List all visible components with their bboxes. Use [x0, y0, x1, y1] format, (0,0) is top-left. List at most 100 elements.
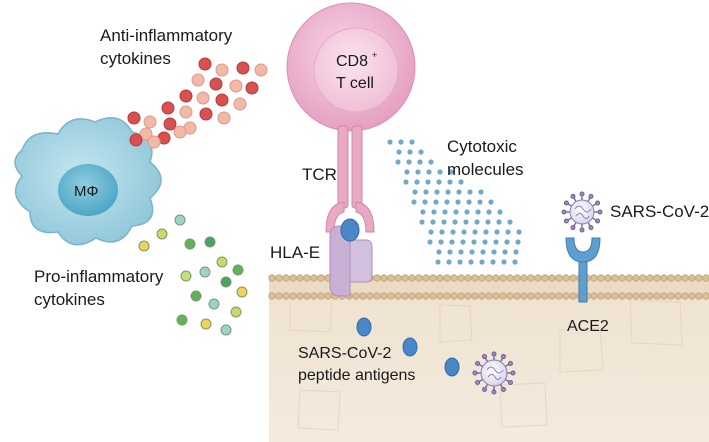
membrane-head: [268, 274, 276, 282]
spike-tip: [588, 193, 594, 199]
pro-inflammatory-cytokine: [216, 256, 228, 268]
cytotoxic-molecule: [461, 229, 467, 235]
membrane-head: [688, 274, 696, 282]
pro-inflammatory-cytokine: [176, 314, 188, 326]
membrane-head: [415, 292, 423, 300]
membrane-head: [660, 292, 668, 300]
cytotoxic-molecule: [493, 239, 499, 245]
cytotoxic-molecule: [458, 179, 464, 185]
membrane-head: [450, 274, 458, 282]
membrane-head: [373, 274, 381, 282]
membrane-head: [618, 274, 626, 282]
pro-inflammatory-cytokine: [230, 306, 242, 318]
anti-inflammatory-cytokine: [198, 57, 212, 71]
spike-tip: [507, 361, 513, 366]
anti-inflammatory-cytokine: [215, 63, 229, 77]
membrane-head: [674, 292, 682, 300]
membrane-head: [569, 274, 577, 282]
anti-inflammatory-cytokine: [191, 73, 205, 87]
cytotoxic-molecule: [449, 239, 455, 245]
macrophage: MΦ: [14, 117, 162, 246]
membrane-head: [527, 292, 535, 300]
membrane-head: [653, 292, 661, 300]
membrane-head: [562, 274, 570, 282]
membrane-head: [632, 292, 640, 300]
cytotoxic-molecule: [430, 219, 436, 225]
cytotoxic-molecule: [456, 189, 462, 195]
spike-tip: [570, 225, 576, 231]
cytotoxic-molecule: [513, 249, 519, 255]
membrane-head: [408, 274, 416, 282]
cytotoxic-molecule: [482, 239, 488, 245]
membrane-head: [394, 274, 402, 282]
peptide-antigens: [356, 317, 460, 377]
anti-inflammatory-cytokine: [196, 91, 210, 105]
membrane-head: [548, 292, 556, 300]
membrane-head: [366, 292, 374, 300]
spike-tip: [475, 361, 481, 366]
cytotoxic-molecule: [471, 239, 477, 245]
spike-tip: [588, 225, 594, 231]
membrane-head: [555, 274, 563, 282]
macrophage-label: MΦ: [74, 183, 98, 200]
cytotoxic-molecule: [501, 259, 507, 265]
membrane-head: [646, 292, 654, 300]
membrane-head: [548, 274, 556, 282]
spike-tip: [501, 386, 506, 392]
pro-inflammatory-cytokines: [138, 214, 248, 336]
membrane-head: [464, 274, 472, 282]
spike-tip: [579, 227, 585, 233]
cytotoxic-molecule: [448, 169, 454, 175]
membrane-head: [590, 292, 598, 300]
cytotoxic-molecule: [504, 239, 510, 245]
cytotoxic-molecule: [447, 179, 453, 185]
cytotoxic-molecule: [426, 169, 432, 175]
membrane-head: [499, 274, 507, 282]
membrane-head: [436, 292, 444, 300]
anti-inflammatory-cytokine: [127, 111, 141, 125]
cytotoxic-label-line2: molecules: [447, 160, 524, 179]
peptide-label-line2: peptide antigens: [298, 367, 415, 384]
cytotoxic-molecule: [441, 219, 447, 225]
cytotoxic-molecule: [450, 229, 456, 235]
cytotoxic-molecule: [452, 219, 458, 225]
cytotoxic-molecule: [387, 139, 393, 145]
tcr-label: TCR: [302, 165, 337, 184]
hla-e-label: HLA-E: [270, 243, 320, 262]
membrane-head: [296, 274, 304, 282]
spike-tip: [563, 200, 569, 206]
cytotoxic-molecule: [406, 159, 412, 165]
pro-inflammatory-cytokine: [236, 286, 248, 298]
membrane-head: [632, 274, 640, 282]
cytotoxic-molecule: [404, 169, 410, 175]
membrane-head: [275, 292, 283, 300]
membrane-head: [506, 292, 514, 300]
membrane-head: [660, 274, 668, 282]
virus-body: [569, 199, 595, 225]
pro-inflammatory-cytokine: [199, 266, 211, 278]
cytotoxic-molecule: [475, 209, 481, 215]
membrane-head: [597, 292, 605, 300]
membrane-head: [289, 274, 297, 282]
cytotoxic-molecule: [422, 199, 428, 205]
cytotoxic-molecule: [512, 259, 518, 265]
anti-inflammatory-label-line2: cytokines: [100, 49, 171, 68]
membrane-head: [443, 292, 451, 300]
membrane-head: [611, 274, 619, 282]
membrane-head: [450, 292, 458, 300]
cytotoxic-molecule: [420, 209, 426, 215]
cell-membrane: [268, 274, 709, 300]
cytotoxic-molecule: [411, 199, 417, 205]
cytotoxic-molecule: [414, 179, 420, 185]
anti-inflammatory-cytokine: [147, 135, 161, 149]
spike-tip: [472, 370, 478, 376]
anti-inflammatory-cytokine: [209, 77, 223, 91]
membrane-head: [324, 292, 332, 300]
pro-inflammatory-label-line2: cytokines: [34, 290, 105, 309]
tcr-receptor: [325, 125, 375, 233]
anti-inflammatory-cytokine: [245, 81, 259, 95]
membrane-head: [695, 274, 703, 282]
membrane-head: [695, 292, 703, 300]
anti-inflammatory-cytokine: [179, 89, 193, 103]
